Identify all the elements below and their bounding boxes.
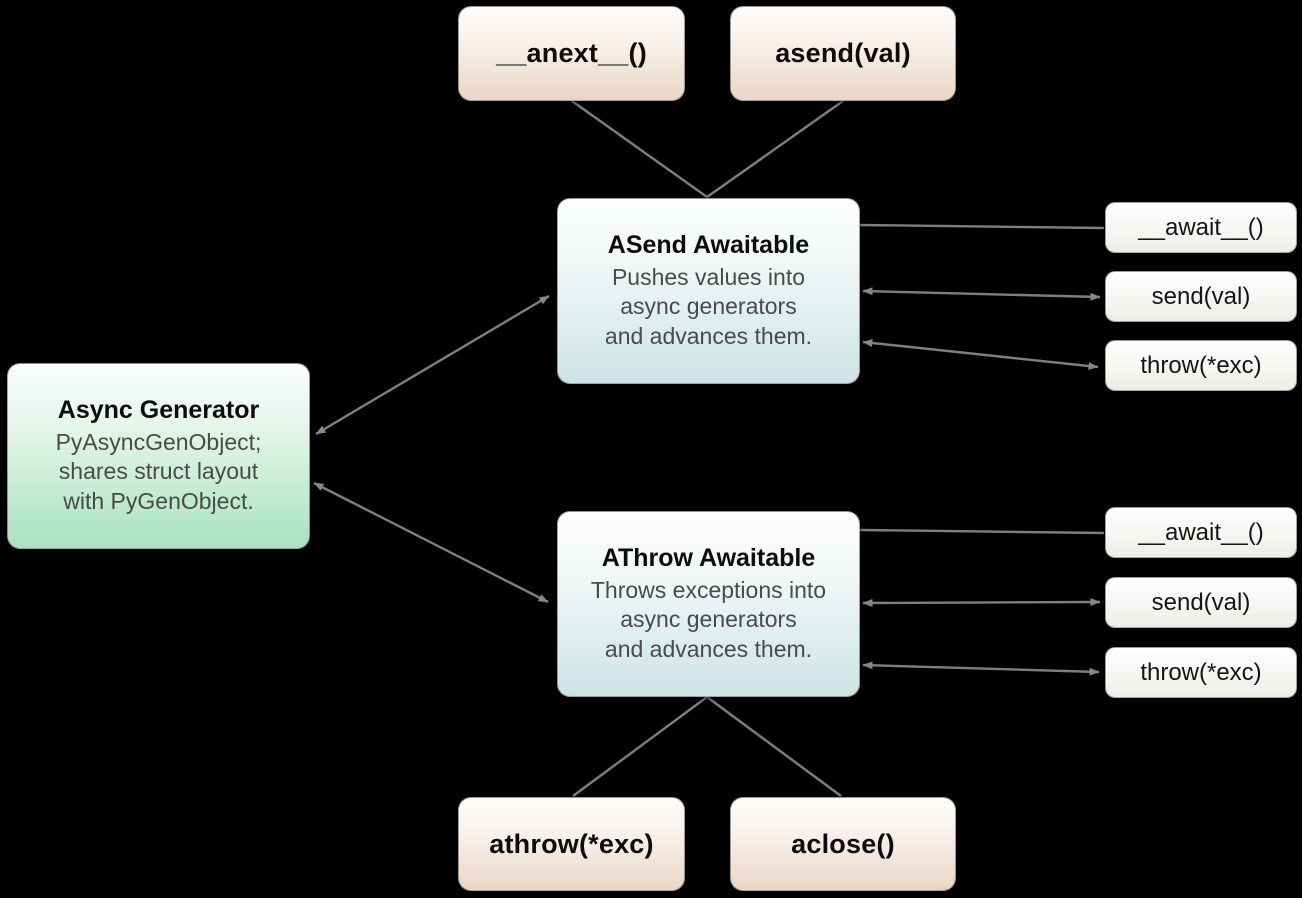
- async-generator-title: Async Generator: [57, 396, 260, 425]
- node-asend-method: asend(val): [730, 6, 956, 101]
- edge-athrow-awaitable-send: [862, 598, 1101, 607]
- node-athrow-awaitable: AThrow Awaitable Throws exceptions into …: [557, 511, 860, 697]
- node-athrow-send-method: send(val): [1105, 577, 1297, 628]
- node-athrow-throw-method: throw(*exc): [1105, 647, 1297, 698]
- node-aclose-method: aclose(): [730, 797, 956, 891]
- node-async-generator: Async Generator PyAsyncGenObject; shares…: [7, 363, 310, 549]
- athrow-throw-method-label: throw(*exc): [1140, 658, 1262, 686]
- anext-method-label: __anext__(): [496, 38, 647, 68]
- edge-asyncgen-athrow-awaitable: [313, 481, 549, 604]
- athrow-send-method-label: send(val): [1151, 588, 1251, 616]
- edge-athrow-awaitable-throw: [862, 661, 1100, 676]
- edge-athrow-awaitable-to-athrowmethod: [572, 696, 708, 797]
- node-asend-send-method: send(val): [1105, 271, 1297, 322]
- edge-athrow-awaitable-await: [859, 528, 1105, 535]
- asend-method-label: asend(val): [775, 38, 911, 68]
- async-generator-description: PyAsyncGenObject; shares struct layout w…: [55, 429, 262, 514]
- asend-awaitable-title: ASend Awaitable: [607, 231, 810, 260]
- node-asend-awaitable: ASend Awaitable Pushes values into async…: [557, 198, 860, 384]
- edge-athrow-awaitable-to-aclose: [706, 696, 842, 797]
- edge-asend-awaitable-throw: [862, 339, 1099, 370]
- athrow-awaitable-description: Throws exceptions into async generators …: [590, 577, 827, 662]
- edge-asend-awaitable-await: [859, 223, 1105, 230]
- asend-awaitable-description: Pushes values into async generators and …: [604, 264, 813, 349]
- athrow-method-label: athrow(*exc): [489, 828, 654, 859]
- node-asend-await-method: __await__(): [1105, 202, 1297, 253]
- node-athrow-await-method: __await__(): [1105, 507, 1297, 558]
- node-anext-method: __anext__(): [458, 6, 685, 101]
- edge-asyncgen-asend-awaitable: [315, 294, 550, 436]
- asend-throw-method-label: throw(*exc): [1140, 351, 1262, 379]
- athrow-awaitable-title: AThrow Awaitable: [601, 544, 816, 573]
- node-athrow-method: athrow(*exc): [458, 797, 685, 891]
- edge-anext-to-asend-awaitable: [571, 100, 708, 198]
- node-asend-throw-method: throw(*exc): [1105, 340, 1297, 391]
- aclose-method-label: aclose(): [791, 828, 895, 859]
- asend-send-method-label: send(val): [1151, 282, 1251, 310]
- edge-asend-awaitable-send: [862, 287, 1101, 301]
- athrow-await-method-label: __await__(): [1138, 518, 1264, 546]
- asend-await-method-label: __await__(): [1138, 213, 1264, 241]
- edge-asendval-to-asend-awaitable: [706, 100, 844, 198]
